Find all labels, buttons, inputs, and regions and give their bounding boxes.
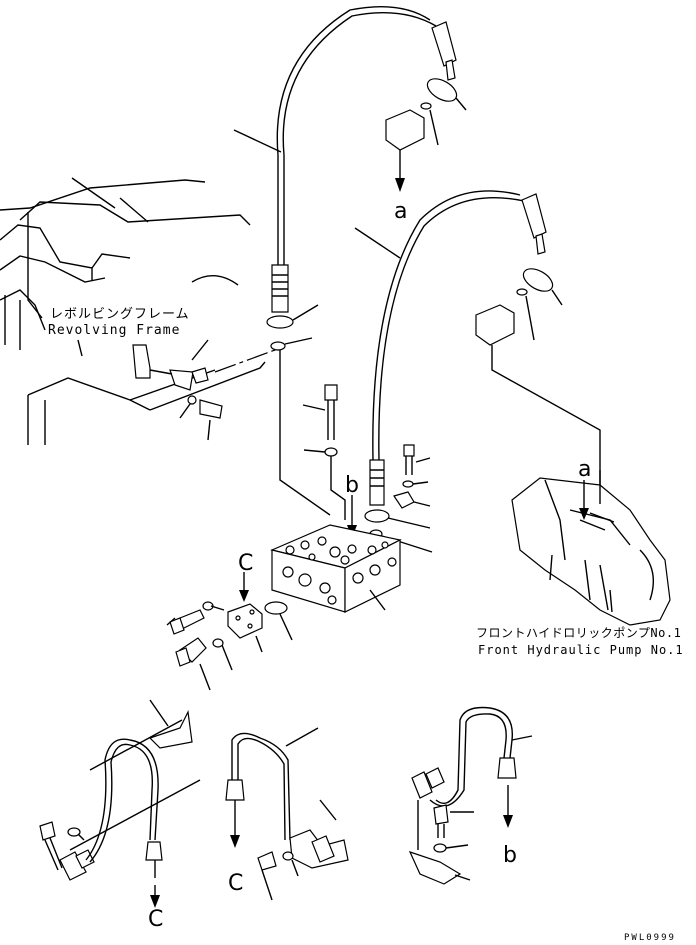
ref-b-bottom: b [503, 843, 517, 868]
ref-b-block: b [345, 473, 359, 498]
label-pump-jp: フロントハイドロリックポンプNo.1 [476, 626, 681, 640]
harness-left [39, 699, 201, 908]
top-hose-fitting [266, 155, 331, 516]
middle-hose-assembly [354, 190, 601, 553]
label-revolving-frame-en: Revolving Frame [48, 323, 180, 338]
label-pump-en: Front Hydraulic Pump No.1 [478, 643, 684, 657]
revolving-frame-drawing [0, 177, 276, 445]
label-revolving-frame-jp: レボルビングフレーム [50, 307, 190, 322]
drawing-code: PWL0999 [624, 933, 676, 943]
mounting-bracket-frame [132, 339, 223, 441]
ref-c-block: C [238, 551, 253, 576]
harness-right [408, 706, 533, 885]
ref-c-mid: C [228, 871, 243, 896]
upper-hose-assembly [233, 6, 467, 192]
hydraulic-pump [511, 470, 671, 626]
sensor-fittings [166, 601, 263, 691]
arrow-c-to-plate [239, 572, 249, 602]
valve-block [264, 524, 402, 641]
ref-a-top: a [394, 199, 407, 224]
harness-middle [225, 727, 349, 901]
mounting-bolts [302, 384, 431, 520]
ref-c-left: C [148, 907, 163, 932]
ref-a-pump: a [578, 457, 591, 482]
